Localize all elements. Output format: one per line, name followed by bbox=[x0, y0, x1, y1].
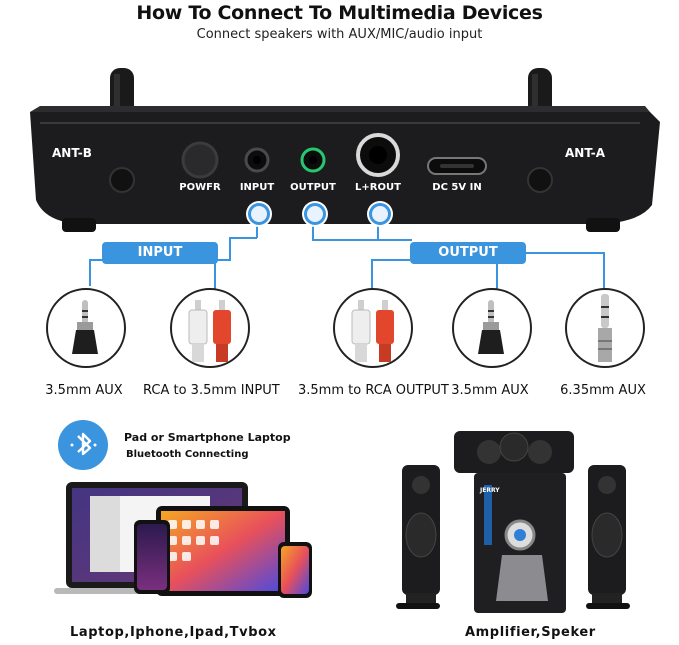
dc-label: DC 5V IN bbox=[432, 182, 482, 193]
page-subtitle: Connect speakers with AUX/MIC/audio inpu… bbox=[196, 27, 483, 42]
lr-out-connector-dot bbox=[369, 203, 391, 225]
rca-plug-icon-2 bbox=[351, 300, 394, 362]
footer-speakers-label: Amplifier,Speker bbox=[465, 625, 596, 640]
cable-label: 6.35mm AUX bbox=[560, 383, 646, 398]
output-group-pill: OUTPUT bbox=[410, 242, 526, 264]
bluetooth-icon bbox=[58, 420, 108, 470]
cable-circle-3.5mm-aux-2 bbox=[452, 288, 532, 368]
cable-label: 3.5mm to RCA OUTPUT bbox=[298, 383, 449, 398]
speaker-system-illustration bbox=[396, 431, 630, 613]
3.5mm-plug-icon-2 bbox=[478, 300, 504, 354]
cable-label: 3.5mm AUX bbox=[45, 383, 123, 398]
speaker-brand: JERRY bbox=[480, 487, 500, 494]
connector-lines bbox=[89, 216, 605, 290]
antenna-left-label: ANT-B bbox=[52, 146, 92, 160]
footer-devices-label: Laptop,Iphone,Ipad,Tvbox bbox=[70, 625, 277, 640]
3.5mm-plug-icon bbox=[72, 300, 98, 354]
input-group-pill: INPUT bbox=[102, 242, 218, 264]
cable-circle-rca-output bbox=[333, 288, 413, 368]
6.35mm-plug-icon bbox=[598, 294, 612, 362]
output-connector-dot bbox=[304, 203, 326, 225]
bluetooth-line-2: Bluetooth Connecting bbox=[126, 449, 249, 460]
output-port-label: OUTPUT bbox=[290, 182, 336, 193]
cable-circle-3.5mm-aux bbox=[46, 288, 126, 368]
page-title: How To Connect To Multimedia Devices bbox=[136, 2, 543, 24]
cable-circle-6.35mm-aux bbox=[565, 288, 645, 368]
input-port-label: INPUT bbox=[239, 182, 275, 193]
input-connector-dot bbox=[248, 203, 270, 225]
power-label: POWFR bbox=[179, 182, 221, 193]
antenna-right-label: ANT-A bbox=[565, 146, 606, 160]
bluetooth-line-1: Pad or Smartphone Laptop bbox=[124, 431, 291, 444]
device-body bbox=[30, 112, 660, 224]
mobile-devices-illustration bbox=[54, 482, 312, 598]
rca-plug-icon bbox=[188, 300, 231, 362]
cable-label: 3.5mm AUX bbox=[451, 383, 529, 398]
lr-out-label: L+ROUT bbox=[355, 182, 401, 193]
cable-label: RCA to 3.5mm INPUT bbox=[143, 383, 280, 398]
power-button[interactable] bbox=[181, 141, 219, 179]
cable-circle-rca-input bbox=[170, 288, 250, 368]
